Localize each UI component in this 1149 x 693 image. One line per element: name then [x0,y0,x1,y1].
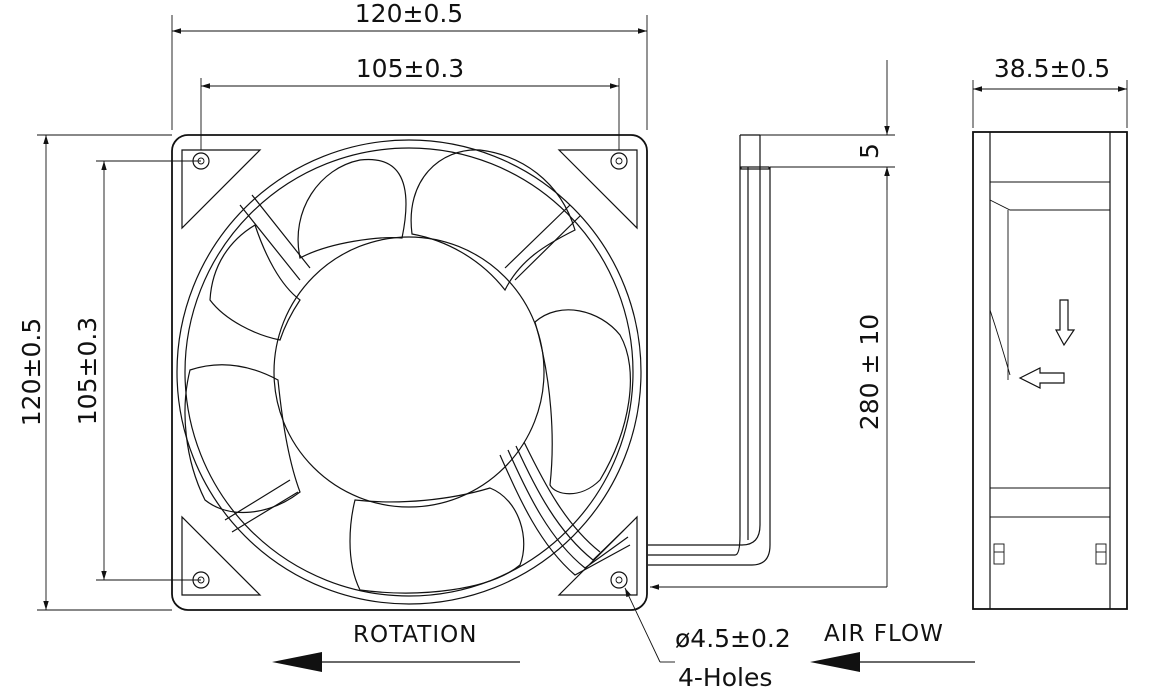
dim-overall-height-label: 120±0.5 [17,318,46,426]
lead-wire-bundle [499,441,631,576]
lead-wires [648,134,771,566]
dim-depth: 38.5±0.5 [972,54,1128,128]
fan-struts [224,194,581,533]
fan-hub [273,236,545,508]
corner-flange-tl [181,149,262,230]
corner-flange-br [557,515,638,596]
dim-overall-width-label: 120±0.5 [355,0,463,28]
side-bracket-left [993,543,1005,565]
airflow-arrow-icon [810,652,860,672]
mounting-hole-tr [610,152,628,170]
dim-hole-spacing-width-label: 105±0.3 [356,54,464,83]
dim-lead-length: 280 ± 10 [650,166,895,590]
dim-hole-spacing-width: 105±0.3 [200,54,620,150]
fan-blades [184,149,631,594]
dim-hole-diameter-label: ø4.5±0.2 [675,624,791,653]
rotation-label: ROTATION [353,622,477,648]
side-bracket-right [1095,543,1107,565]
rotation-indicator: ROTATION [272,622,520,672]
dim-lead-strip: 5 [760,60,895,190]
dim-overall-height: 120±0.5 [17,134,172,611]
side-view-outline [972,131,1128,610]
dim-hole-spacing-height-label: 105±0.3 [73,317,102,425]
dim-hole-diameter: ø4.5±0.2 4-Holes [624,587,791,692]
fan-shroud-ring-inner [184,147,634,597]
side-airflow-arrow-icon [1018,367,1065,389]
dim-lead-strip-label: 5 [855,143,884,159]
dim-lead-length-label: 280 ± 10 [855,314,884,430]
fan-front-view [171,134,648,611]
dim-depth-label: 38.5±0.5 [994,54,1110,83]
side-rotation-arrow-icon [1055,299,1076,347]
fan-side-view [972,131,1128,610]
holes-count-label: 4-Holes [678,663,772,692]
air-flow-label: AIR FLOW [824,621,944,647]
corner-flange-bl [181,515,262,596]
mounting-hole-br [610,571,628,589]
airflow-indicator: AIR FLOW [810,621,975,672]
dim-hole-spacing-height: 105±0.3 [73,160,201,581]
dim-overall-width: 120±0.5 [171,0,648,130]
rotation-arrow-icon [272,652,322,672]
fan-shroud-ring-outer [176,139,642,605]
fan-frame-outline [171,134,648,611]
corner-flange-tr [557,149,638,230]
